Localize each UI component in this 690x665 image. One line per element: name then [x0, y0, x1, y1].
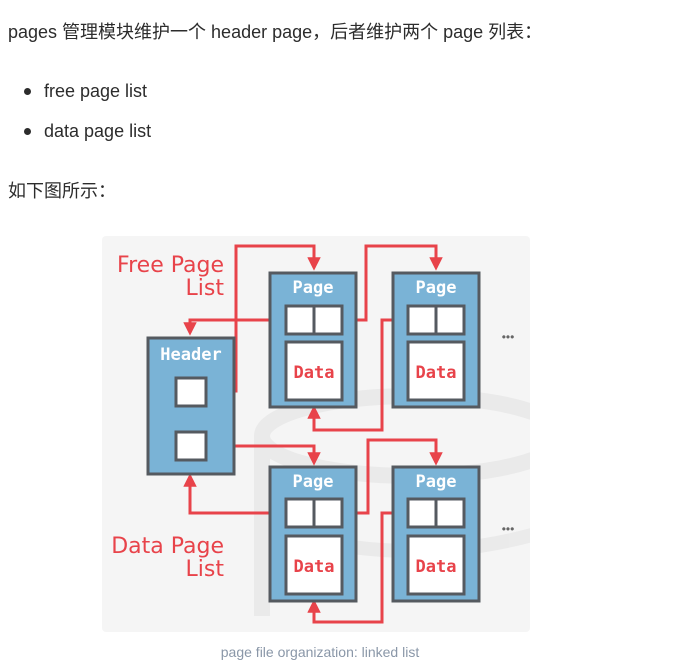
- free-page-2: Page Data: [391, 271, 481, 409]
- figure-intro-paragraph: 如下图所示：: [8, 181, 116, 201]
- data-area: [406, 534, 466, 596]
- free-list-prev-arrow: [307, 318, 408, 432]
- list-item: data page list: [0, 116, 151, 156]
- header-data-slot: [174, 430, 208, 462]
- prev-pointer-slot: [284, 497, 316, 529]
- data-area: [284, 340, 344, 402]
- next-pointer-slot: [312, 304, 344, 336]
- prev-pointer-slot: [406, 497, 438, 529]
- free-page-list-label: Free Page: [117, 253, 224, 278]
- page-label: Page: [416, 472, 457, 492]
- data-list-next-arrow: [342, 438, 443, 515]
- linked-list-diagram: Free Page List Data Page List Header: [102, 236, 530, 632]
- list-item: free page list: [0, 76, 151, 116]
- header-page-box: Header: [146, 336, 236, 476]
- next-pointer-slot: [312, 497, 344, 529]
- page-label: Page: [293, 278, 334, 298]
- next-pointer-slot: [434, 497, 466, 529]
- prev-pointer-slot: [406, 304, 438, 336]
- page-list-types: free page list data page list: [0, 76, 151, 156]
- free-page-1: Page Data: [268, 271, 358, 409]
- intro-paragraph: pages 管理模块维护一个 header page，后者维护两个 page 列…: [8, 22, 543, 42]
- data-list-head-arrow: [206, 444, 321, 466]
- header-free-slot: [174, 376, 208, 408]
- list-item-label: free page list: [44, 81, 148, 101]
- diagram-canvas: Free Page List Data Page List Header: [111, 244, 530, 624]
- data-label: Data: [416, 363, 457, 383]
- data-page-1: Page Data: [268, 465, 358, 603]
- more-pages-ellipsis: •••: [502, 330, 515, 344]
- bullet-icon: [24, 88, 31, 95]
- data-list-back-arrow: [183, 473, 286, 515]
- free-page-list-label-line2: List: [186, 276, 225, 301]
- figure-caption: page file organization: linked list: [220, 644, 420, 660]
- more-pages-ellipsis: •••: [502, 522, 515, 536]
- data-page-list-label: Data Page: [111, 534, 224, 559]
- page-label: Page: [293, 472, 334, 492]
- data-page-2: Page Data: [391, 465, 481, 603]
- data-area: [406, 340, 466, 402]
- list-item-label: data page list: [44, 121, 152, 141]
- bullet-icon: [24, 128, 31, 135]
- prev-pointer-slot: [284, 304, 316, 336]
- data-label: Data: [416, 557, 457, 577]
- data-label: Data: [294, 363, 335, 383]
- data-label: Data: [294, 557, 335, 577]
- page-label: Page: [416, 278, 457, 298]
- data-area: [284, 534, 344, 596]
- data-page-list-label-line2: List: [186, 557, 225, 582]
- free-list-next-arrow: [342, 244, 443, 322]
- free-list-back-arrow: [183, 318, 286, 336]
- header-label: Header: [160, 345, 221, 365]
- data-list-prev-arrow: [307, 511, 408, 624]
- next-pointer-slot: [434, 304, 466, 336]
